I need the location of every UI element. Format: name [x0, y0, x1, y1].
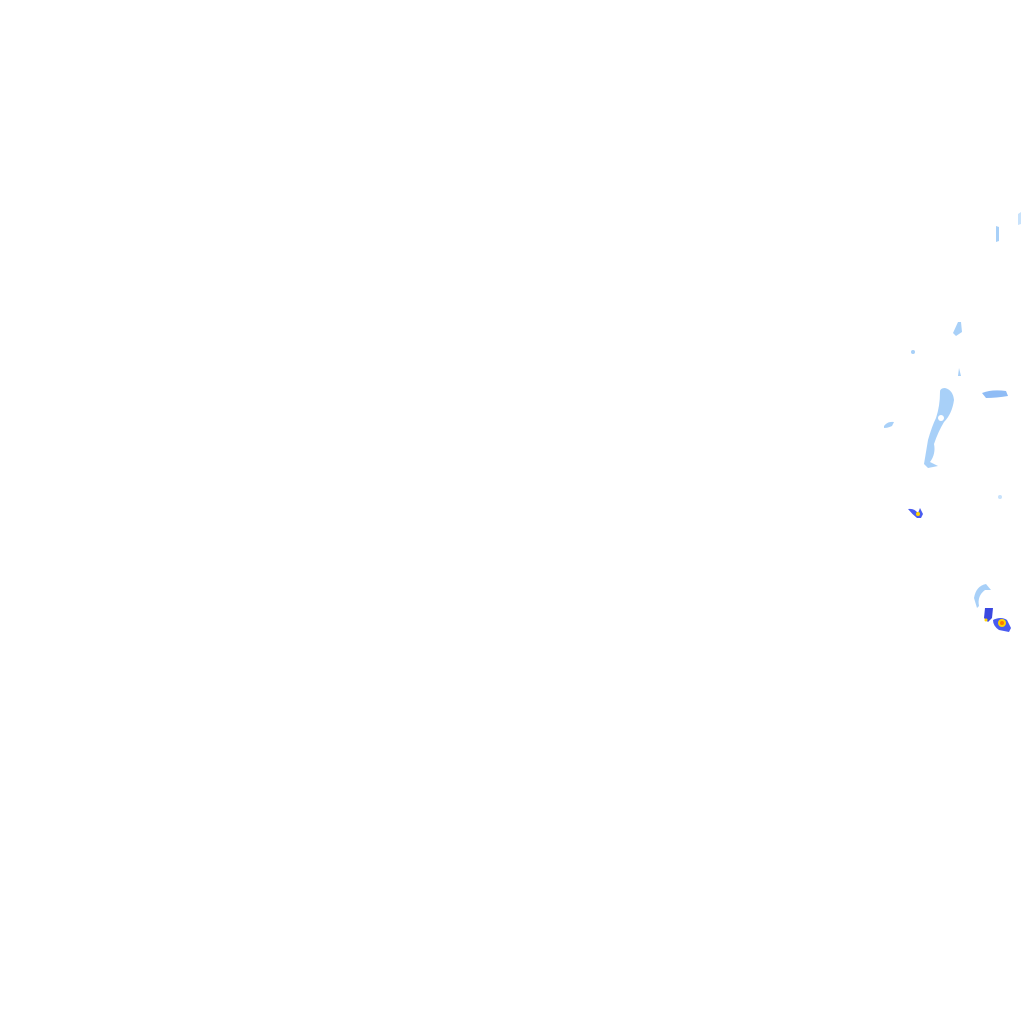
- rain-cell: [884, 421, 894, 428]
- storm-core: [916, 512, 920, 516]
- rain-cell: [996, 226, 999, 242]
- storm-cell: [984, 608, 993, 622]
- rain-cell: [982, 390, 1008, 398]
- precipitation-layer: [884, 212, 1021, 632]
- rain-cell: [958, 368, 961, 376]
- storm-cell: [908, 508, 923, 518]
- rain-cell: [1018, 212, 1021, 225]
- rain-gap: [938, 415, 944, 421]
- rain-band: [924, 388, 954, 468]
- rain-band: [974, 584, 991, 608]
- storm-core: [984, 618, 988, 622]
- rain-cell: [953, 322, 962, 336]
- storm-core: [1000, 621, 1004, 625]
- rain-cell: [998, 495, 1002, 499]
- rain-cell: [911, 350, 915, 354]
